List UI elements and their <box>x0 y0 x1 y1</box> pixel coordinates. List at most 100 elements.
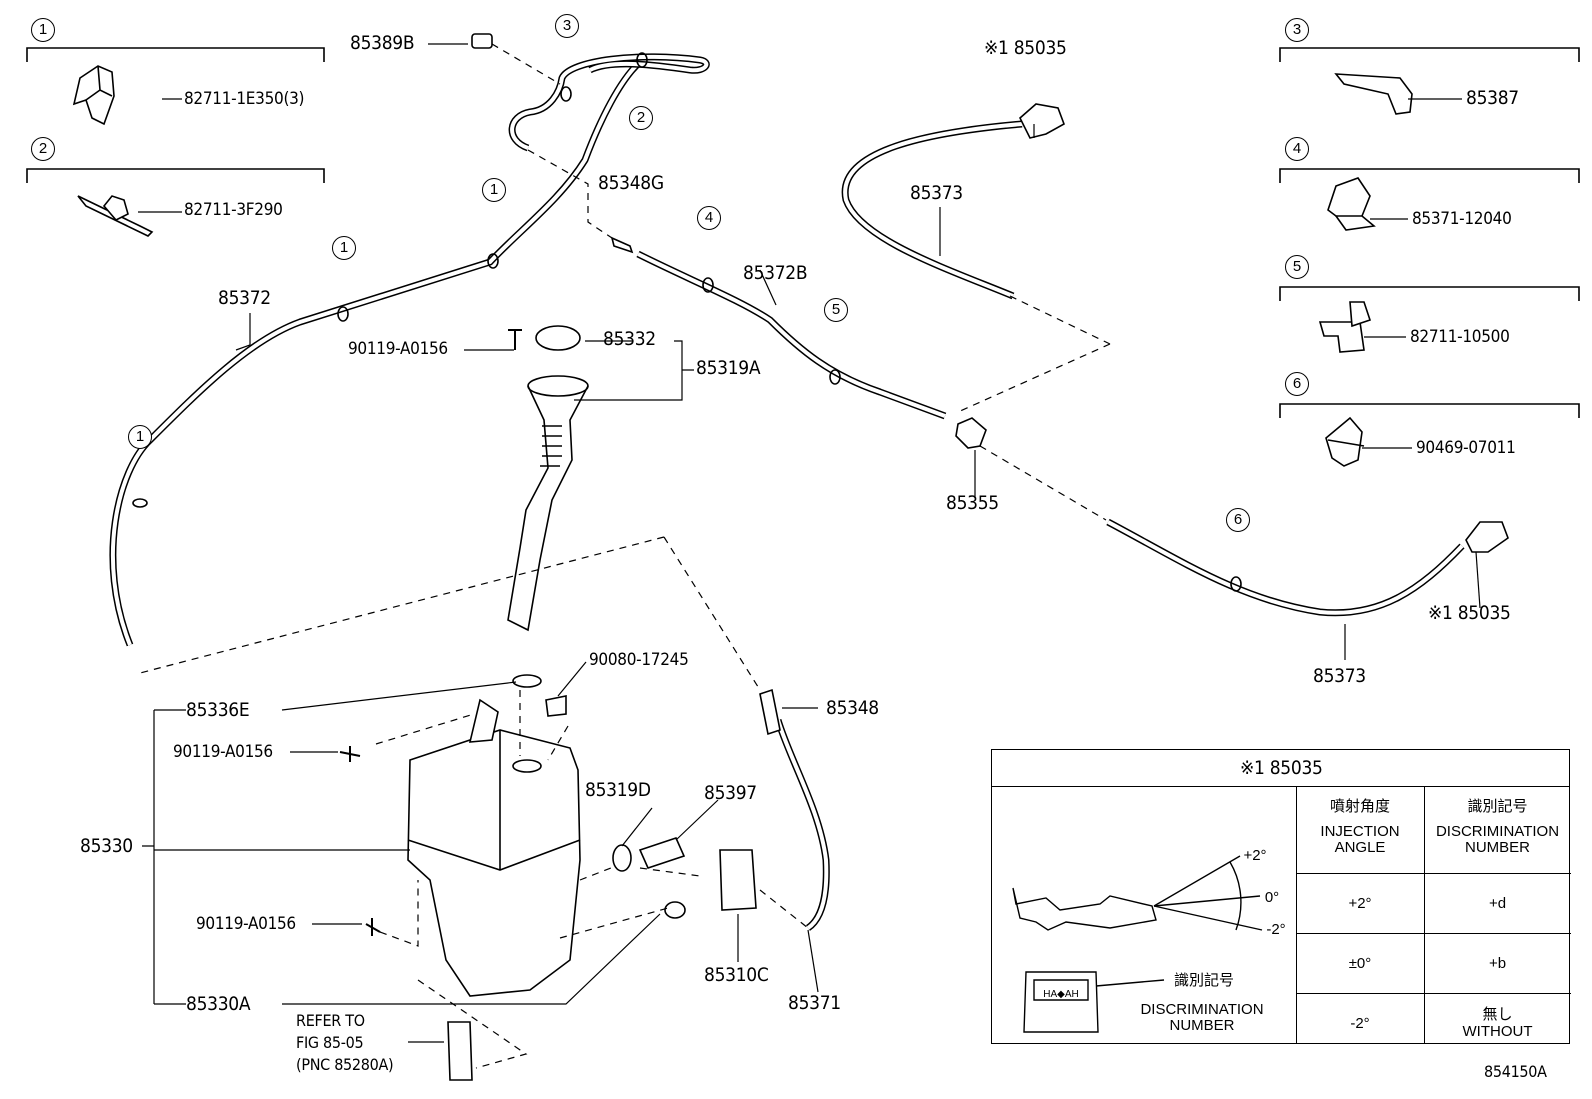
oring-85319D <box>612 844 632 872</box>
injection-angle-table: ※1 85035 噴射角度 INJECTION ANGLE 識別記号 DISCR… <box>991 749 1571 1044</box>
callout-3-hose: 3 <box>555 14 579 38</box>
row-2-disc: +b <box>1488 955 1507 972</box>
callout-2-hose: 2 <box>629 106 653 130</box>
figure-disc-en-2: NUMBER <box>1169 1017 1235 1034</box>
label-85355: 85355 <box>946 492 999 514</box>
figure-code: 854150A <box>1484 1062 1547 1081</box>
label-85310C: 85310C <box>704 964 769 986</box>
row-3-disc-en: WITHOUT <box>1462 1023 1533 1040</box>
label-90119-mid: 90119-A0156 <box>173 742 273 762</box>
clip-icon-3 <box>1334 73 1413 115</box>
row-3-angle: -2° <box>1350 1015 1370 1032</box>
figure-marking: HA◆AH <box>1043 989 1079 1000</box>
label-85389B: 85389B <box>350 32 415 54</box>
legend-part-5: 82711-10500 <box>1410 327 1510 347</box>
legend-bracket-5 <box>1279 286 1580 301</box>
table-col-divider-2 <box>1424 786 1425 1044</box>
row-1-disc: +d <box>1488 895 1507 912</box>
figure-disc-jp: 識別記号 <box>1173 971 1234 989</box>
bolt-90119-top <box>508 329 522 350</box>
clip-icon-1 <box>72 65 115 126</box>
refer-line-1: REFER TO <box>296 1011 365 1030</box>
joint-85355 <box>955 417 987 449</box>
label-85348G: 85348G <box>598 172 664 194</box>
header-disc-en-2: NUMBER <box>1464 839 1530 856</box>
label-85319A: 85319A <box>696 357 761 379</box>
figure-plus2: +2° <box>1243 847 1267 864</box>
legend-part-2: 82711-3F290 <box>184 200 283 220</box>
callout-6-hose: 6 <box>1226 508 1250 532</box>
clip-icon-5 <box>1318 301 1372 353</box>
label-85035-top: ※1 85035 <box>984 37 1067 59</box>
grommet-85330A <box>664 901 686 919</box>
legend-part-6: 90469-07011 <box>1416 438 1516 458</box>
callout-1-hose-a: 1 <box>482 178 506 202</box>
tank-85330 <box>407 698 581 997</box>
connector-85348G <box>610 236 634 254</box>
header-disc-jp: 識別記号 <box>1467 797 1528 815</box>
nozzle-angle-figure <box>1012 855 1263 1033</box>
table-row-divider-1 <box>1296 873 1571 874</box>
callout-1-hose-c: 1 <box>128 425 152 449</box>
clip-icon-2 <box>77 195 154 237</box>
bolt-90119-mid <box>339 746 361 762</box>
washer-pump-ref <box>447 1021 473 1081</box>
bolt-90119-low <box>365 918 381 936</box>
label-85332: 85332 <box>603 328 656 350</box>
label-85319D: 85319D <box>585 779 651 801</box>
hose-85371 <box>774 718 830 931</box>
legend-num-1: 1 <box>31 18 55 42</box>
label-85330A: 85330A <box>186 993 251 1015</box>
hose-85372B <box>636 250 947 420</box>
callout-1-hose-b: 1 <box>332 236 356 260</box>
label-85371: 85371 <box>788 992 841 1014</box>
hose-upper-loop <box>508 53 710 152</box>
label-85348: 85348 <box>826 697 879 719</box>
header-disc-en-1: DISCRIMINATION <box>1435 823 1560 840</box>
table-title-divider <box>992 786 1569 787</box>
label-90080: 90080-17245 <box>589 650 689 670</box>
legend-num-6: 6 <box>1285 372 1309 396</box>
row-3-disc: 無し <box>1482 1005 1513 1023</box>
label-85397: 85397 <box>704 782 757 804</box>
callout-5-hose: 5 <box>824 298 848 322</box>
row-1-angle: +2° <box>1348 895 1372 912</box>
hose-85373-bottom <box>1106 518 1465 617</box>
refer-line-2: FIG 85-05 <box>296 1033 364 1052</box>
legend-bracket-2 <box>26 168 325 183</box>
clip-icon-6 <box>1325 416 1365 467</box>
legend-num-5: 5 <box>1285 255 1309 279</box>
legend-part-3: 85387 <box>1466 87 1519 109</box>
table-row-divider-2 <box>1296 933 1571 934</box>
legend-part-4: 85371-12040 <box>1412 209 1512 229</box>
callout-4-hose: 4 <box>697 206 721 230</box>
legend-bracket-6 <box>1279 403 1580 418</box>
legend-num-3: 3 <box>1285 18 1309 42</box>
sensor-85397 <box>638 837 686 869</box>
label-85336E: 85336E <box>186 699 250 721</box>
label-85372B: 85372B <box>743 262 808 284</box>
table-col-divider-1 <box>1296 786 1297 1044</box>
clip-icon-4 <box>1327 177 1376 231</box>
nozzle-85035-bottom <box>1465 521 1509 553</box>
label-85035-bottom: ※1 85035 <box>1428 602 1511 624</box>
figure-zero: 0° <box>1264 889 1280 906</box>
legend-bracket-4 <box>1279 168 1580 183</box>
figure-minus2: -2° <box>1266 921 1286 938</box>
pump-85310C <box>719 849 757 911</box>
label-85372: 85372 <box>218 287 271 309</box>
cap-85332 <box>535 325 581 351</box>
legend-part-1: 82711-1E350(3) <box>184 89 305 109</box>
label-90119-top: 90119-A0156 <box>348 339 448 359</box>
legend-num-4: 4 <box>1285 137 1309 161</box>
refer-line-3: (PNC 85280A) <box>296 1055 394 1074</box>
table-title: ※1 85035 <box>1240 757 1323 779</box>
seal-85336E <box>512 674 542 688</box>
nozzle-85035-top <box>1019 103 1065 139</box>
inlet-85319A <box>507 375 589 632</box>
header-angle-jp: 噴射角度 <box>1329 797 1390 815</box>
bolt-90080 <box>545 695 567 717</box>
label-85373-top: 85373 <box>910 182 963 204</box>
check-valve-85348 <box>759 688 781 736</box>
